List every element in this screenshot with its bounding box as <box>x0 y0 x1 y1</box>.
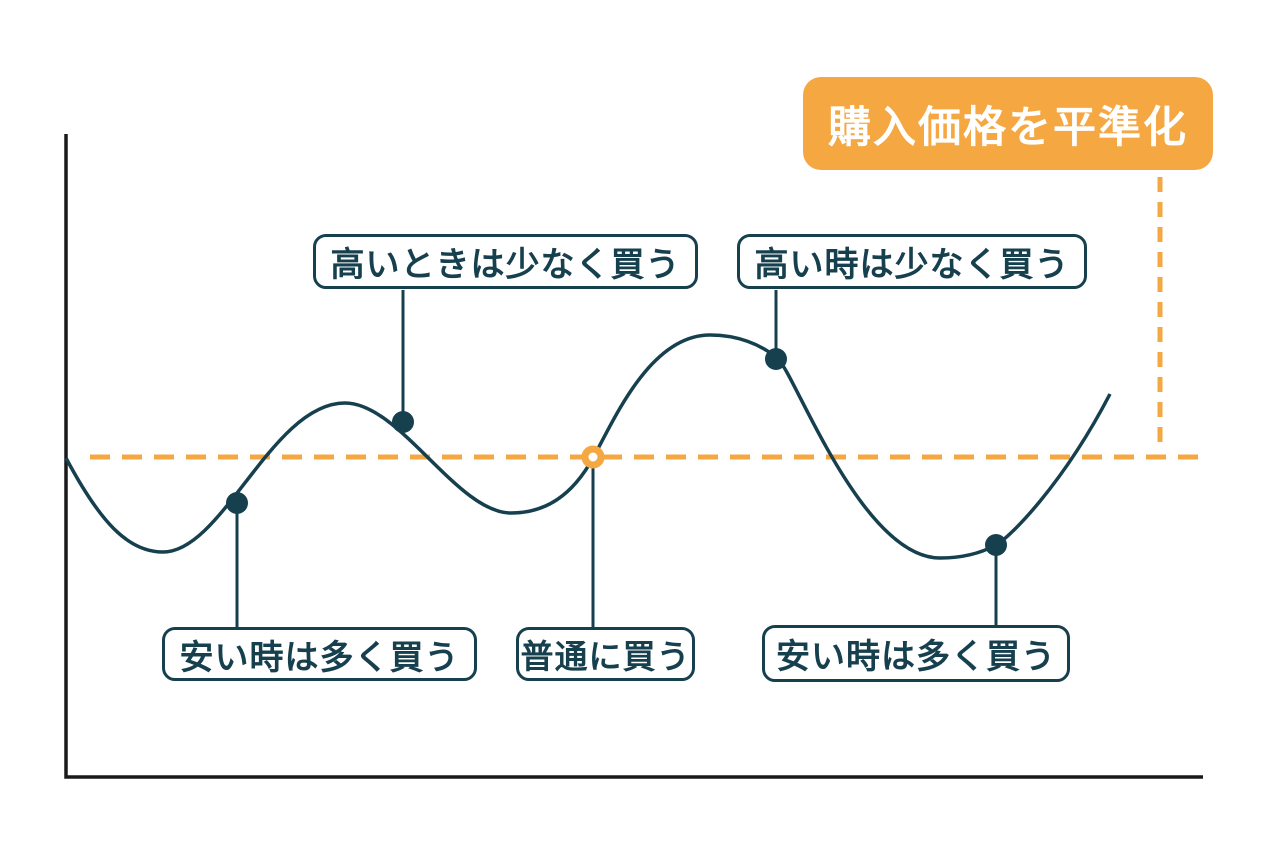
average-price-badge-label: 購入価格を平準化 <box>828 103 1188 152</box>
callout-buy-more-when-low-2: 安い時は多く買う <box>762 625 1070 682</box>
callout-label: 安い時は多く買う <box>776 638 1056 676</box>
buy-point-dot-high-1 <box>392 411 414 433</box>
buy-point-dot-low-2 <box>985 534 1007 556</box>
average-buy-point-ring <box>581 445 605 469</box>
callout-buy-less-when-high-2: 高い時は少なく買う <box>737 234 1087 289</box>
callout-label: 高いときは少なく買う <box>330 246 681 284</box>
price-curve <box>64 333 1112 560</box>
callout-buy-less-when-high-1: 高いときは少なく買う <box>313 234 698 289</box>
callout-buy-normally: 普通に買う <box>516 627 695 681</box>
callout-label: 普通に買う <box>520 638 691 675</box>
callout-buy-more-when-low-1: 安い時は多く買う <box>162 627 477 681</box>
buy-point-dot-low-1 <box>226 492 248 514</box>
buy-point-dot-high-2 <box>765 348 787 370</box>
callout-label: 高い時は少なく買う <box>754 246 1070 284</box>
average-price-badge: 購入価格を平準化 <box>803 77 1213 170</box>
xy-axes <box>64 134 1203 779</box>
callout-label: 安い時は多く買う <box>179 638 460 677</box>
